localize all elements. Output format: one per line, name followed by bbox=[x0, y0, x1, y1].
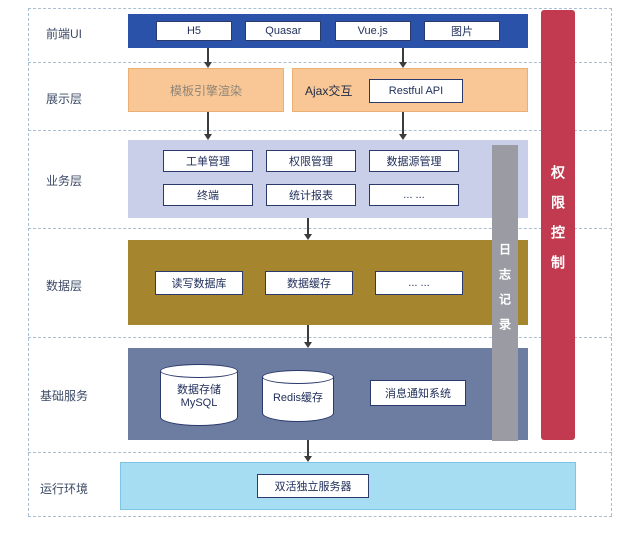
dashed-line-vertical bbox=[611, 8, 612, 516]
mysql-label: 数据存储 MySQL bbox=[160, 384, 238, 410]
data-item-cache: 数据缓存 bbox=[265, 270, 353, 295]
server-box: 双活独立服务器 bbox=[257, 474, 369, 498]
business-item-report: 统计报表 bbox=[266, 184, 356, 206]
business-item-datasource: 数据源管理 bbox=[369, 150, 459, 172]
arrow-down-icon bbox=[304, 440, 312, 462]
dashed-line bbox=[28, 62, 612, 63]
frontend-item-quasar: Quasar bbox=[245, 21, 322, 41]
frontend-item-image: 图片 bbox=[423, 21, 500, 41]
data-item-rwdb: 读写数据库 bbox=[155, 270, 243, 295]
permission-control-label: 权限控制 bbox=[550, 165, 566, 285]
restful-api-box: Restful API bbox=[369, 79, 463, 103]
business-item-more: ... ... bbox=[369, 184, 459, 206]
frontend-item-vuejs: Vue.js bbox=[334, 21, 411, 41]
cylinder-top bbox=[262, 370, 334, 384]
redis-label: Redis缓存 bbox=[272, 392, 324, 404]
cylinder-top bbox=[160, 364, 238, 378]
business-item-terminal: 终端 bbox=[163, 184, 253, 206]
ajax-label: Ajax交互 bbox=[305, 83, 353, 98]
row-label-business: 业务层 bbox=[45, 174, 82, 188]
business-panel: 工单管理 权限管理 数据源管理 终端 统计报表 ... ... bbox=[128, 140, 528, 218]
row-label-presentation: 展示层 bbox=[45, 92, 82, 106]
dashed-line bbox=[28, 228, 612, 229]
row-label-data: 数据层 bbox=[45, 279, 82, 293]
ajax-box: Ajax交互 Restful API bbox=[292, 68, 528, 112]
business-item-workorder: 工单管理 bbox=[163, 150, 253, 172]
redis-cylinder: Redis缓存 bbox=[262, 370, 334, 422]
business-item-permission: 权限管理 bbox=[266, 150, 356, 172]
cylinder-body bbox=[160, 371, 238, 426]
notify-system-box: 消息通知系统 bbox=[370, 380, 466, 406]
arrow-down-icon bbox=[399, 48, 407, 68]
dashed-line bbox=[28, 452, 612, 453]
cylinder-body bbox=[262, 377, 334, 422]
row-label-services: 基础服务 bbox=[39, 389, 88, 403]
services-panel: 数据存储 MySQL Redis缓存 消息通知系统 bbox=[128, 348, 528, 440]
permission-control-bar: 权限控制 bbox=[541, 10, 575, 440]
mysql-label-line1: 数据存储 bbox=[177, 384, 221, 396]
mysql-cylinder: 数据存储 MySQL bbox=[160, 364, 238, 426]
dashed-line bbox=[28, 337, 612, 338]
log-record-label: 日志记录 bbox=[497, 243, 512, 343]
mysql-label-line2: MySQL bbox=[180, 397, 218, 409]
arrow-down-icon bbox=[204, 112, 212, 140]
dashed-line bbox=[28, 8, 612, 9]
row-label-runtime: 运行环境 bbox=[39, 482, 88, 496]
frontend-item-h5: H5 bbox=[156, 21, 232, 41]
dashed-line-vertical bbox=[28, 8, 29, 516]
dashed-line bbox=[28, 130, 612, 131]
data-item-more: ... ... bbox=[375, 270, 463, 295]
dashed-line bbox=[28, 516, 612, 517]
data-panel: 读写数据库 数据缓存 ... ... bbox=[128, 240, 528, 325]
arrow-down-icon bbox=[204, 48, 212, 68]
arrow-down-icon bbox=[304, 218, 312, 240]
row-label-frontend: 前端UI bbox=[45, 27, 82, 41]
arrow-down-icon bbox=[304, 325, 312, 348]
runtime-panel: 双活独立服务器 bbox=[120, 462, 576, 510]
template-render-box: 模板引擎渲染 bbox=[128, 68, 284, 112]
frontend-ui-bar: H5 Quasar Vue.js 图片 bbox=[128, 14, 528, 48]
arrow-down-icon bbox=[399, 112, 407, 140]
log-record-bar: 日志记录 bbox=[492, 145, 518, 441]
